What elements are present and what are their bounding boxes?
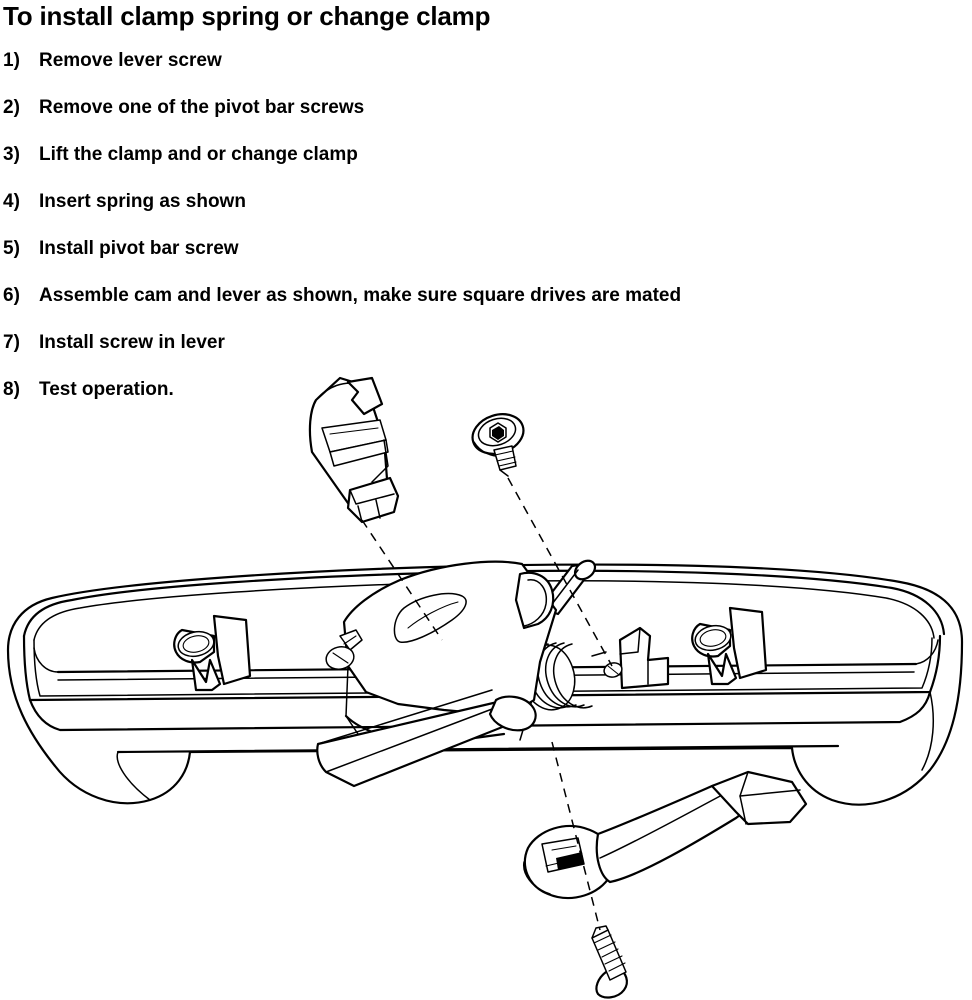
housing-right-pivot-boss xyxy=(691,606,768,686)
leader-lever-to-screw xyxy=(551,741,601,931)
step-text: Remove one of the pivot bar screws xyxy=(39,97,365,118)
leader-screw-to-hole xyxy=(507,477,613,667)
leader-cam-to-clamp xyxy=(361,519,443,641)
step-text: Insert spring as shown xyxy=(39,191,246,212)
housing-center-bracket xyxy=(618,626,670,690)
step-text: Remove lever screw xyxy=(39,50,222,71)
step-text: Assemble cam and lever as shown, make su… xyxy=(39,285,682,306)
clamp-part xyxy=(316,560,558,788)
list-item: 3) Lift the clamp and or change clamp xyxy=(3,144,963,191)
list-item: 8) Test operation. xyxy=(3,379,963,426)
step-number: 8) xyxy=(3,379,20,400)
assembly-leader-lines xyxy=(361,477,613,931)
list-item: 1) Remove lever screw xyxy=(3,50,963,97)
step-text: Lift the clamp and or change clamp xyxy=(39,144,358,165)
pivot-bar-screw xyxy=(471,413,525,477)
step-number: 7) xyxy=(3,332,20,353)
step-text: Install pivot bar screw xyxy=(39,238,239,259)
step-text: Install screw in lever xyxy=(39,332,225,353)
step-number: 3) xyxy=(3,144,20,165)
lever-screw xyxy=(591,925,628,999)
cam-part xyxy=(308,376,400,524)
page-title: To install clamp spring or change clamp xyxy=(3,1,491,31)
step-number: 5) xyxy=(3,238,20,259)
list-item: 2) Remove one of the pivot bar screws xyxy=(3,97,963,144)
step-number: 2) xyxy=(3,97,20,118)
list-item: 5) Install pivot bar screw xyxy=(3,238,963,285)
list-item: 4) Insert spring as shown xyxy=(3,191,963,238)
step-number: 4) xyxy=(3,191,20,212)
housing-left-pivot-boss xyxy=(173,614,252,692)
list-item: 6) Assemble cam and lever as shown, make… xyxy=(3,285,963,332)
steps-list: 1) Remove lever screw 2) Remove one of t… xyxy=(3,50,963,426)
step-number: 1) xyxy=(3,50,20,71)
step-number: 6) xyxy=(3,285,20,306)
list-item: 7) Install screw in lever xyxy=(3,332,963,379)
lever-part xyxy=(523,770,808,899)
step-text: Test operation. xyxy=(39,379,174,400)
